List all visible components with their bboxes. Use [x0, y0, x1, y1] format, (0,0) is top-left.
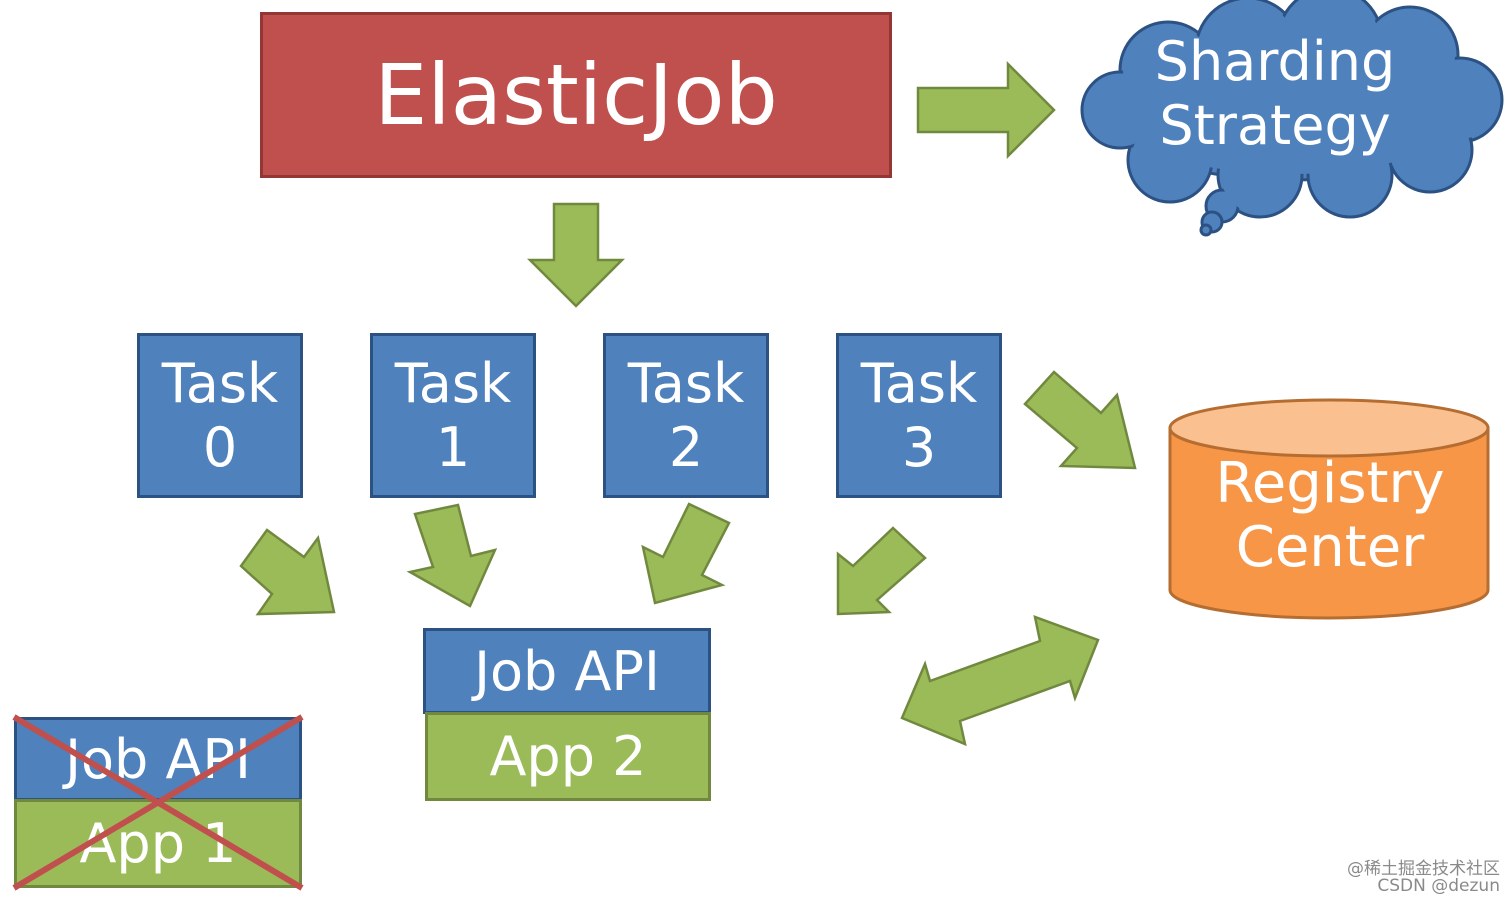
task-box-1: Task 1 [370, 333, 536, 498]
task-box-0: Task 0 [137, 333, 303, 498]
job-api-box-active: Job API [423, 628, 711, 714]
job-api-label: Job API [65, 727, 251, 791]
arrow-task2-to-app [641, 502, 731, 605]
watermark-line2: CSDN @dezun [1377, 876, 1500, 896]
app-box-active: App 2 [425, 712, 711, 801]
arrow-task0-to-app [239, 528, 336, 616]
watermark-line1: @稀土掘金技术社区 [1347, 859, 1500, 879]
job-api-label: Job API [474, 639, 660, 703]
task-number: 1 [435, 415, 471, 479]
arrow-to-tasks [526, 202, 626, 308]
task-box-3: Task 3 [836, 333, 1002, 498]
arrow-to-sharding [916, 60, 1056, 160]
arrow-task3-to-app [836, 526, 927, 616]
arrow-to-registry [1023, 370, 1137, 470]
elasticjob-box: ElasticJob [260, 12, 892, 178]
task-box-2: Task 2 [603, 333, 769, 498]
registry-label-line2: Center [1235, 515, 1425, 580]
registry-label-line1: Registry [1215, 451, 1445, 516]
sharding-strategy-label: Sharding Strategy [1100, 30, 1450, 158]
app-label: App 1 [79, 812, 237, 875]
app-label: App 2 [489, 725, 647, 788]
task-label: Task [394, 351, 512, 415]
arrow-task1-to-app [406, 503, 498, 608]
sharding-label-line2: Strategy [1159, 94, 1391, 157]
arrow-app-registry-bidirectional [900, 615, 1100, 747]
task-label: Task [627, 351, 745, 415]
task-label: Task [860, 351, 978, 415]
registry-center-label: Registry Center [1172, 452, 1488, 580]
task-number: 2 [668, 415, 704, 479]
task-number: 3 [901, 415, 937, 479]
sharding-label-line1: Sharding [1154, 30, 1396, 93]
task-label: Task [161, 351, 279, 415]
cross-line-2 [12, 714, 304, 891]
elasticjob-label: ElasticJob [374, 46, 778, 144]
task-number: 0 [202, 415, 238, 479]
